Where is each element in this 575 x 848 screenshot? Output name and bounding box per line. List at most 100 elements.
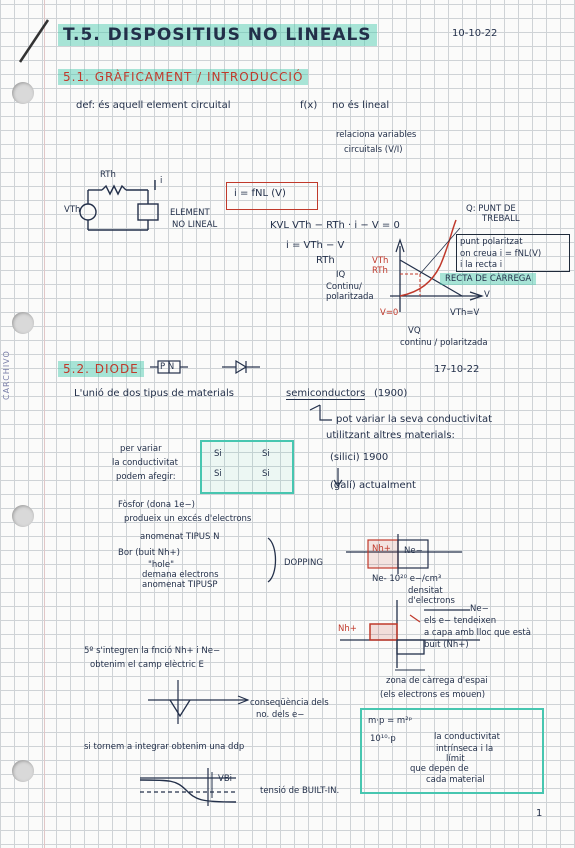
nh-label: Nh+ — [372, 544, 391, 554]
zona-text-2: (els electrons es mouen) — [380, 690, 486, 700]
equation-box — [226, 182, 318, 210]
binder-hole — [12, 505, 34, 527]
potential-graph — [139, 768, 237, 806]
zona-text: zona de càrrega d'espai — [386, 676, 488, 686]
camp-text: obtenim el camp elèctric E — [90, 660, 204, 670]
depen-note: que depen de — [410, 764, 469, 774]
vth-rth-label: VTh — [372, 256, 389, 266]
conductivitat-note: la conductivitat — [434, 732, 500, 742]
si-atom: Si — [214, 449, 222, 459]
definition-text-end: no és lineal — [332, 100, 390, 111]
highlight-box — [360, 708, 544, 794]
materials-text: utilitzant altres materials: — [326, 430, 455, 441]
load-line-label: RECTA DE CÀRREGA — [440, 273, 537, 285]
operating-point-text: punt polaritzat — [460, 237, 523, 247]
gali-text: (galí) actualment — [330, 480, 416, 491]
dopping-label: DOPPING — [284, 558, 323, 568]
diode-symbol — [150, 359, 260, 375]
page-title: T.5. DISPOSITIUS NO LINEALS — [58, 24, 377, 46]
tendeixen-text-2: a capa amb lloc que està — [424, 628, 531, 638]
si-atom: Si — [214, 469, 222, 479]
nh-side-label: Nh+ — [338, 624, 357, 634]
current-denominator: RTh — [316, 255, 335, 266]
operating-point-box — [456, 234, 570, 272]
densitat-text-2: d'electrons — [408, 596, 455, 606]
semiconductors-text: semiconductors — [286, 388, 366, 400]
operating-point-text-2: on creua i = fNL(V) — [460, 249, 542, 259]
bor-text-2: "hole" — [148, 560, 174, 570]
q-label: Q: PUNT DE — [466, 204, 516, 214]
margin-line — [44, 0, 45, 848]
tendeixen-text-3: buit (Nh+) — [424, 640, 469, 650]
iq-label: IQ — [336, 270, 346, 280]
mass-action-eq: m·p = m²ᵖ — [368, 716, 413, 726]
bor-text: Bor (buit Nh+) — [118, 548, 180, 558]
ne-side-label: Ne− — [470, 604, 489, 614]
fosfor-text-2: produeix un excés d'electrons — [124, 514, 252, 524]
per-variar-text: per variar — [120, 444, 162, 454]
load-line-graph — [390, 219, 484, 312]
variar-text: pot variar la seva conductivitat — [336, 414, 493, 425]
electric-field-graph — [148, 680, 250, 724]
vth-v-label: VTh=V — [450, 308, 480, 318]
equation-text: i = fNL (V) — [234, 188, 286, 199]
fx-text: f(x) — [300, 100, 318, 111]
v-axis-label: V — [484, 290, 490, 300]
podem-text: podem afegir: — [116, 472, 176, 482]
pn-label: P N — [160, 362, 175, 372]
bor-text-3: demana electrons — [142, 570, 219, 580]
binder-hole — [12, 82, 34, 104]
silici-text: (silici) 1900 — [330, 452, 389, 463]
built-in-text: tensió de BUILT-IN. — [260, 786, 340, 796]
element-label: ELEMENT — [170, 208, 210, 218]
rth-label: RTh — [100, 170, 116, 180]
vbi-label: VBi — [218, 774, 233, 784]
fosfor-text: Fòsfor (dona 1e−) — [118, 500, 195, 510]
consequencia-text-2: no. dels e− — [256, 710, 305, 720]
silicon-lattice-box — [200, 440, 294, 494]
conductivitat-note-2: intrínseca i la — [436, 744, 494, 754]
section-heading: 5.1. GRÀFICAMENT / INTRODUCCIÓ — [58, 69, 309, 85]
current-equation: i = VTh − V — [286, 240, 345, 251]
kvl-equation: KVL VTh − RTh · i − V = 0 — [270, 220, 400, 231]
si-atom: Si — [262, 449, 270, 459]
consequencia-text: conseqüència dels — [250, 698, 329, 708]
vth-label: VTh — [64, 205, 81, 215]
binder-hole — [12, 760, 34, 782]
page-date: 10-10-22 — [452, 28, 498, 39]
q-label-2: TREBALL — [482, 214, 520, 224]
densitat-text: densitat — [408, 586, 443, 596]
definition-text: def: és aquell element circuital — [76, 100, 231, 111]
continu-polaritzada-label: continu / polaritzada — [400, 338, 488, 348]
bor-text-4: anomenat TIPUSP — [142, 580, 218, 590]
rth-small-label: RTh — [372, 266, 388, 276]
fosfor-text-3: anomenat TIPUS N — [140, 532, 220, 542]
si-atom: Si — [262, 469, 270, 479]
pen-stroke — [18, 19, 50, 63]
depen-note-2: cada material — [426, 775, 485, 785]
polaritzada-label: polaritzada — [326, 292, 374, 302]
tendeixen-text: els e− tendeixen — [424, 616, 497, 626]
element-label-2: NO LINEAL — [172, 220, 218, 230]
vq-label: VQ — [408, 326, 421, 336]
brand-watermark: CARCHIVO — [2, 350, 11, 400]
integren-text: 5º s'integren la fnció Nh+ i Ne− — [84, 646, 221, 656]
section-heading-diode: 5.2. DIODE — [58, 361, 144, 377]
current-label: i — [160, 176, 163, 186]
section-date: 17-10-22 — [434, 364, 480, 375]
arrows — [267, 404, 343, 583]
unio-text: L'unió de dos tipus de materials — [74, 388, 235, 399]
charge-density-graph — [340, 600, 480, 671]
continu-label: Continu/ — [326, 282, 362, 292]
binder-hole — [12, 312, 34, 334]
year-text: (1900) — [374, 388, 408, 399]
thevenin-circuit — [79, 180, 159, 231]
v0-label: V=0 — [380, 308, 399, 318]
relates-text-2: circuitals (V/I) — [344, 145, 403, 155]
pn-junction-drawing — [346, 534, 462, 574]
ne-density-text: Ne- 10²⁰ e−/cm³ — [372, 574, 442, 584]
mass-action-eq-2: 10¹⁰·p — [370, 734, 396, 744]
ddp-text: si tornem a integrar obtenim una ddp — [84, 742, 245, 752]
